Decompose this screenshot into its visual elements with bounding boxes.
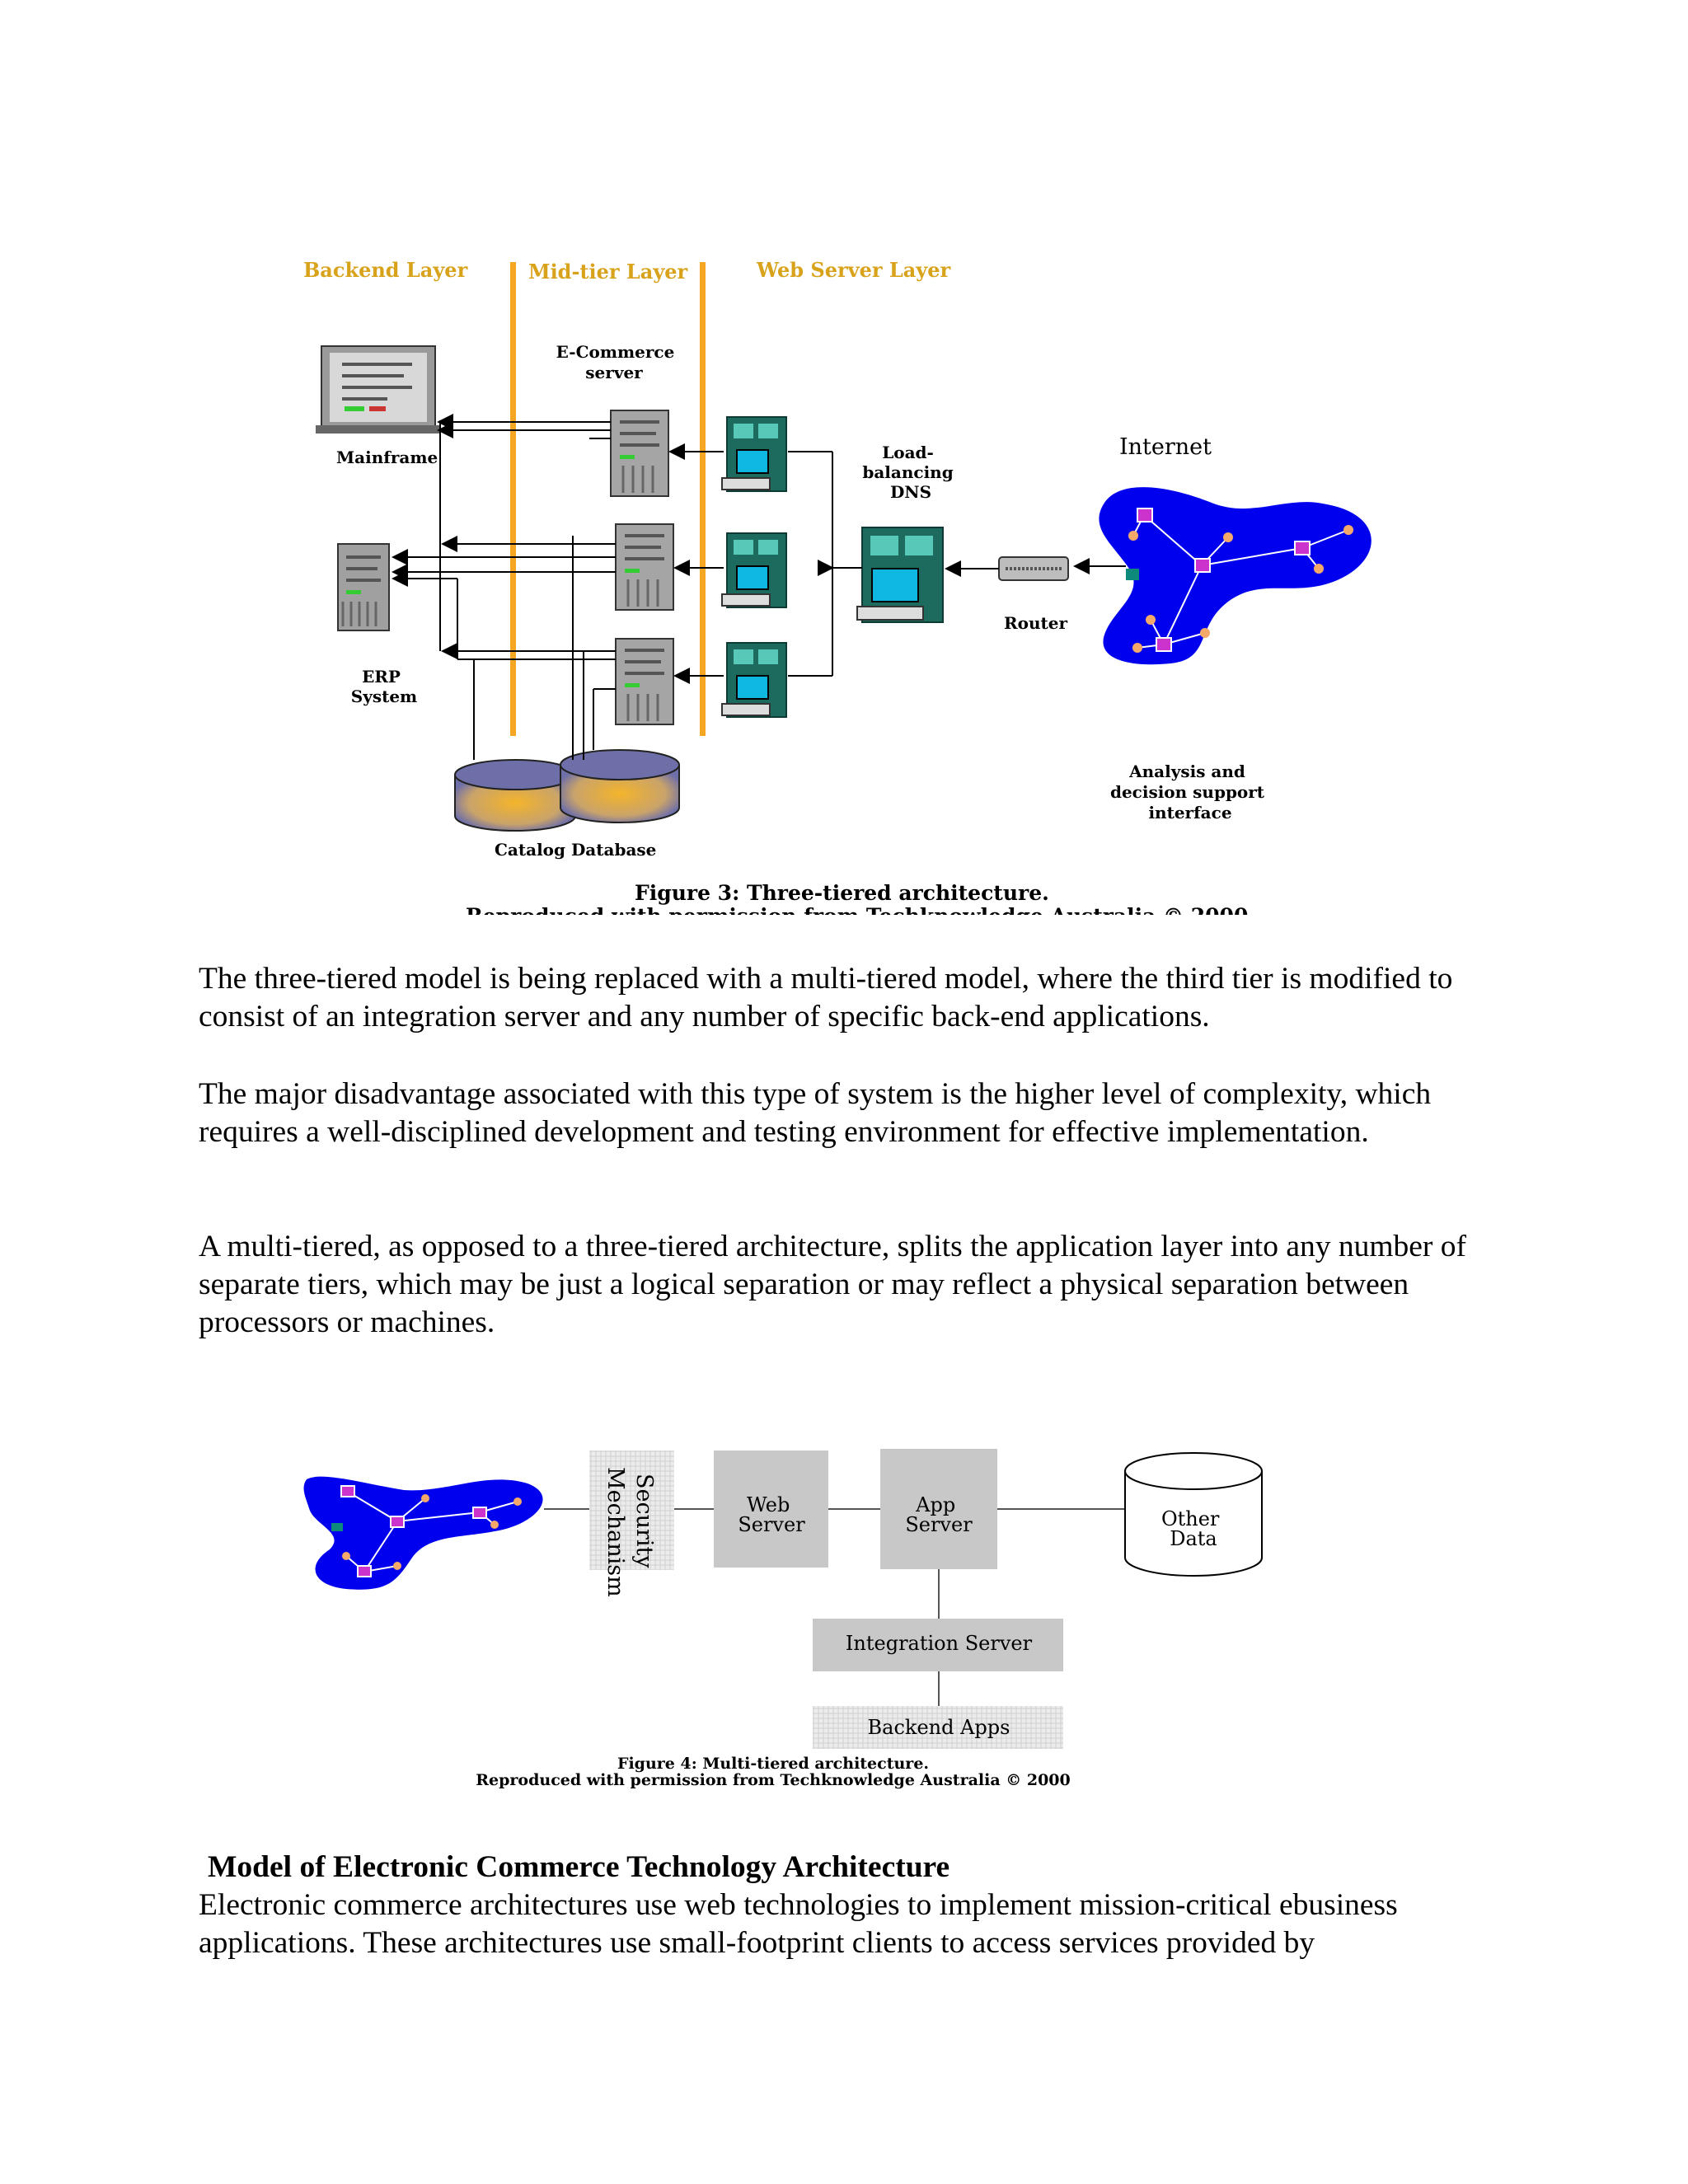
web-server-box	[714, 1451, 828, 1568]
backend-apps-box	[813, 1706, 1063, 1749]
section-heading: Model of Electronic Commerce Technology …	[208, 1850, 950, 1884]
web-server-1-icon	[721, 416, 787, 492]
load-balancing-dns-label: Load- balancing DNS	[862, 443, 959, 502]
other-data-database-icon	[1124, 1452, 1263, 1577]
backend-apps-label: Backend Apps	[868, 1716, 1010, 1739]
paragraph-disadvantage: The major disadvantage associated with t…	[199, 1077, 1432, 1149]
catalog-database-label: Catalog Database	[495, 840, 656, 860]
midtier-layer-label: Mid-tier Layer	[528, 260, 688, 284]
internet-cloud-icon	[303, 1476, 543, 1590]
figure-3-credit-cutoff: Reproduced with permission from Techknow…	[466, 904, 1248, 923]
app-server-label: App Server	[905, 1493, 973, 1536]
internet-label: Internet	[1119, 434, 1212, 460]
web-server-3-icon	[721, 642, 787, 718]
integration-server-box	[813, 1619, 1063, 1671]
paragraph-multi-tier-replacement: The three-tiered model is being replaced…	[199, 962, 1453, 1033]
erp-server-icon	[337, 543, 390, 631]
erp-label: ERP System	[351, 667, 417, 706]
layer-divider-left	[510, 262, 516, 736]
svg-text:Mechanism: Mechanism	[603, 1467, 628, 1597]
router-icon	[998, 556, 1069, 581]
mainframe-label: Mainframe	[336, 448, 438, 467]
router-label: Router	[1004, 613, 1067, 633]
paragraph-multi-tier-definition: A multi-tiered, as opposed to a three-ti…	[199, 1230, 1467, 1339]
load-balancing-dns-icon	[856, 527, 944, 623]
section-body-line-1: Electronic commerce architectures use we…	[199, 1888, 1398, 1922]
figure-4-caption: Figure 4: Multi-tiered architecture.	[617, 1755, 929, 1773]
backend-layer-label: Backend Layer	[303, 258, 468, 282]
integration-server-label: Integration Server	[846, 1632, 1033, 1655]
figure-4-multi-tiered-architecture: Security Mechanism Web Server App Server…	[303, 1449, 1263, 1789]
figure-4-credit: Reproduced with permission from Techknow…	[476, 1771, 1071, 1789]
web-server-2-icon	[721, 532, 787, 608]
other-data-label: Other Data	[1161, 1507, 1226, 1550]
ecommerce-server-1-icon	[610, 410, 669, 497]
app-server-box	[880, 1449, 997, 1569]
internet-cloud-icon	[1099, 487, 1372, 665]
security-mechanism-label: Security Mechanism	[603, 1467, 657, 1597]
layer-divider-right	[700, 262, 706, 736]
security-mechanism-box	[589, 1451, 674, 1570]
figure-3-caption: Figure 3: Three-tiered architecture.	[635, 881, 1049, 905]
webserver-layer-label: Web Server Layer	[756, 258, 951, 282]
ecommerce-server-label: E-Commerce server	[556, 342, 681, 382]
catalog-database-icon	[454, 749, 680, 832]
figure-3-three-tiered-architecture: Backend Layer Mid-tier Layer Web Server …	[303, 258, 1372, 923]
analysis-decision-support-label: Analysis and decision support interface	[1110, 762, 1270, 823]
section-body-line-2: applications. These architectures use sm…	[199, 1926, 1315, 1960]
svg-text:Security: Security	[631, 1474, 657, 1568]
web-server-label: Web Server	[738, 1493, 805, 1536]
ecommerce-server-3-icon	[615, 638, 674, 725]
section-body: Electronic commerce architectures use we…	[199, 1886, 1534, 1962]
mainframe-icon	[316, 345, 441, 434]
ecommerce-server-2-icon	[615, 523, 674, 611]
